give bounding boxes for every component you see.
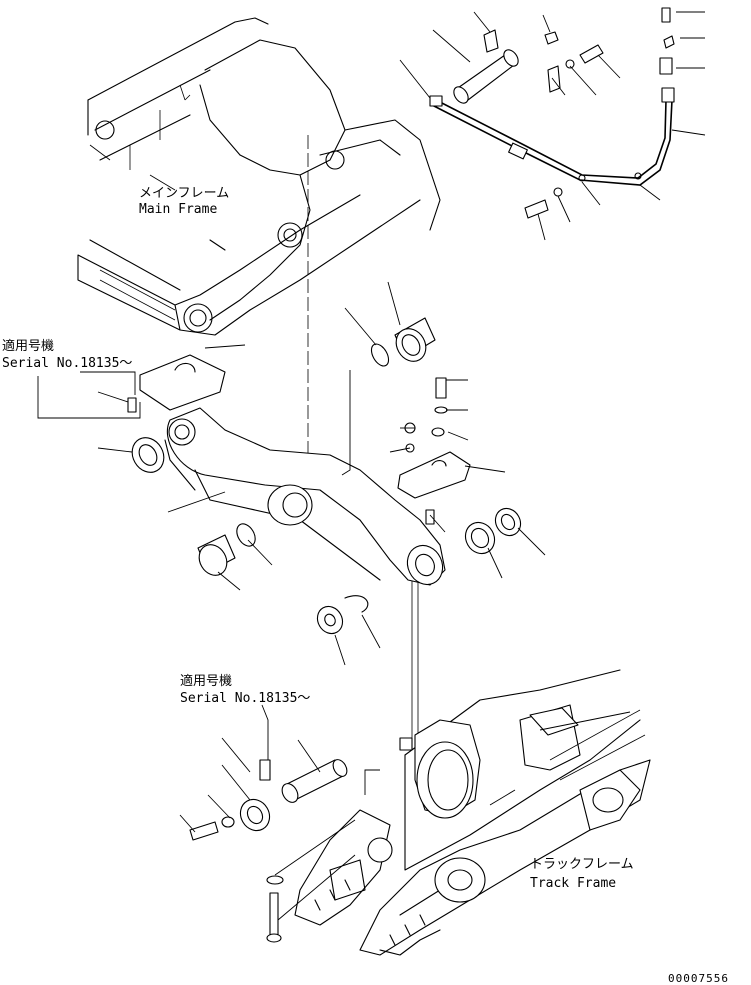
track-frame-label-en: Track Frame: [530, 876, 616, 891]
serial-label-1-en: Serial No.18135～: [2, 356, 132, 371]
drawing-number: 00007556: [668, 972, 729, 985]
bushing-and-seals: [131, 317, 522, 635]
grease-hose-assembly: [429, 7, 675, 219]
serial-label-2-en: Serial No.18135～: [180, 691, 310, 706]
leader-lines: [37, 11, 706, 921]
serial-label-1-jp: 適用号機: [2, 338, 54, 354]
track-frame-label-jp: トラックフレーム: [530, 857, 634, 872]
track-frame: トラックフレーム Track Frame: [294, 669, 651, 956]
alignment-lines: [307, 135, 419, 740]
lower-pin-assembly: [189, 759, 348, 943]
serial-label-2-jp: 適用号機: [180, 673, 232, 689]
equalizer-bar: [164, 407, 446, 586]
main-frame-label-en: Main Frame: [139, 202, 217, 217]
main-frame: メインフレーム Main Frame: [77, 17, 441, 336]
main-frame-label-jp: メインフレーム: [139, 186, 229, 201]
cover-plates: [127, 354, 471, 525]
